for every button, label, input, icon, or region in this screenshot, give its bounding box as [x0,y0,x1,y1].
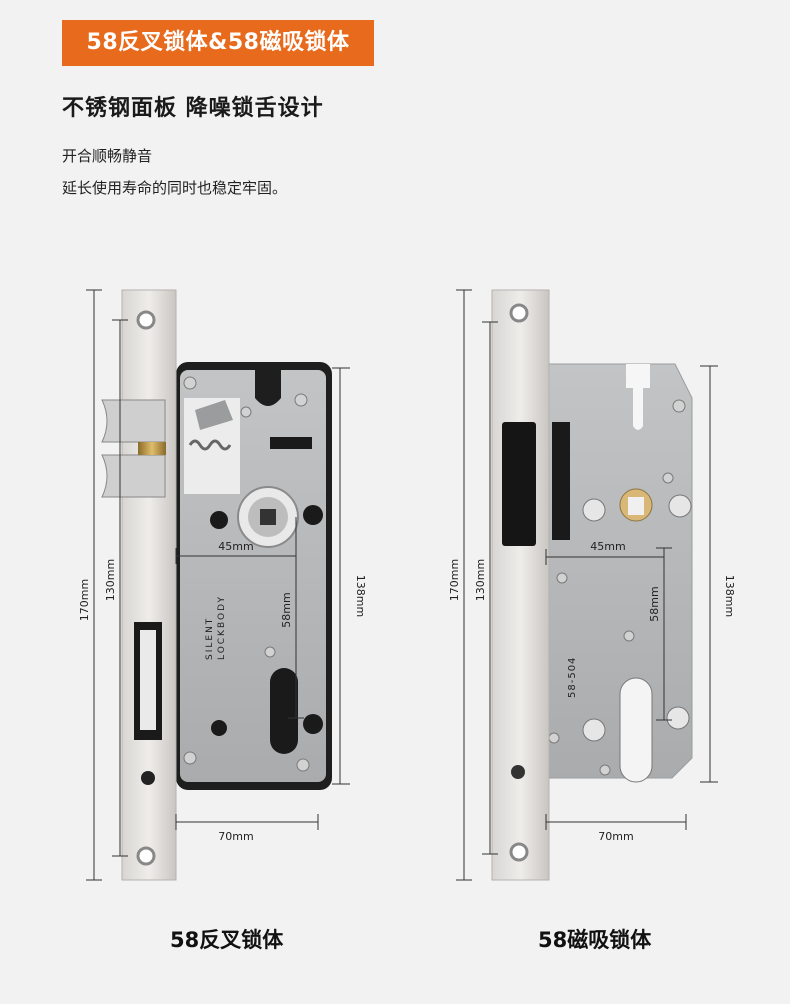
left-dim-70: 70mm [218,830,253,843]
left-dim-45: 45mm [218,540,253,553]
left-lock: SILENT LOCKBODY [101,289,332,881]
right-dim-45: 45mm [590,540,625,553]
right-faceplate [491,289,550,881]
right-lock: 58-504 [491,289,693,881]
caption-left: 58反叉锁体 [170,928,284,952]
body-label-right: 58-504 [567,657,578,698]
latch-bolt-upper [101,399,166,443]
left-faceplate [121,289,177,881]
description-line-1: 开合顺畅静音 [62,147,153,165]
description-line-2: 延长使用寿命的同时也稳定牢固。 [62,179,288,197]
cylinder-hole-right [619,677,653,783]
latch-bolt-lower [101,454,166,498]
title-banner: 58反叉锁体&58磁吸锁体 [62,20,374,66]
cylinder-hole [270,668,298,754]
left-dim-138: 138mm [354,575,367,617]
body-label-line-2: LOCKBODY [217,595,227,660]
left-dim-58: 58mm [280,592,293,627]
left-dim-170: 170mm [78,579,91,621]
right-dim-130: 130mm [474,559,487,601]
left-dim-130: 130mm [104,559,117,601]
magnetic-bolt [502,422,536,546]
caption-right: 58磁吸锁体 [538,928,652,952]
right-dim-138: 138mm [723,575,736,617]
right-dim-170: 170mm [448,559,461,601]
right-dim-58: 58mm [648,586,661,621]
headline: 不锈钢面板 降噪锁舌设计 [62,96,324,121]
right-dim-70: 70mm [598,830,633,843]
body-label-line-1: SILENT [205,617,215,660]
